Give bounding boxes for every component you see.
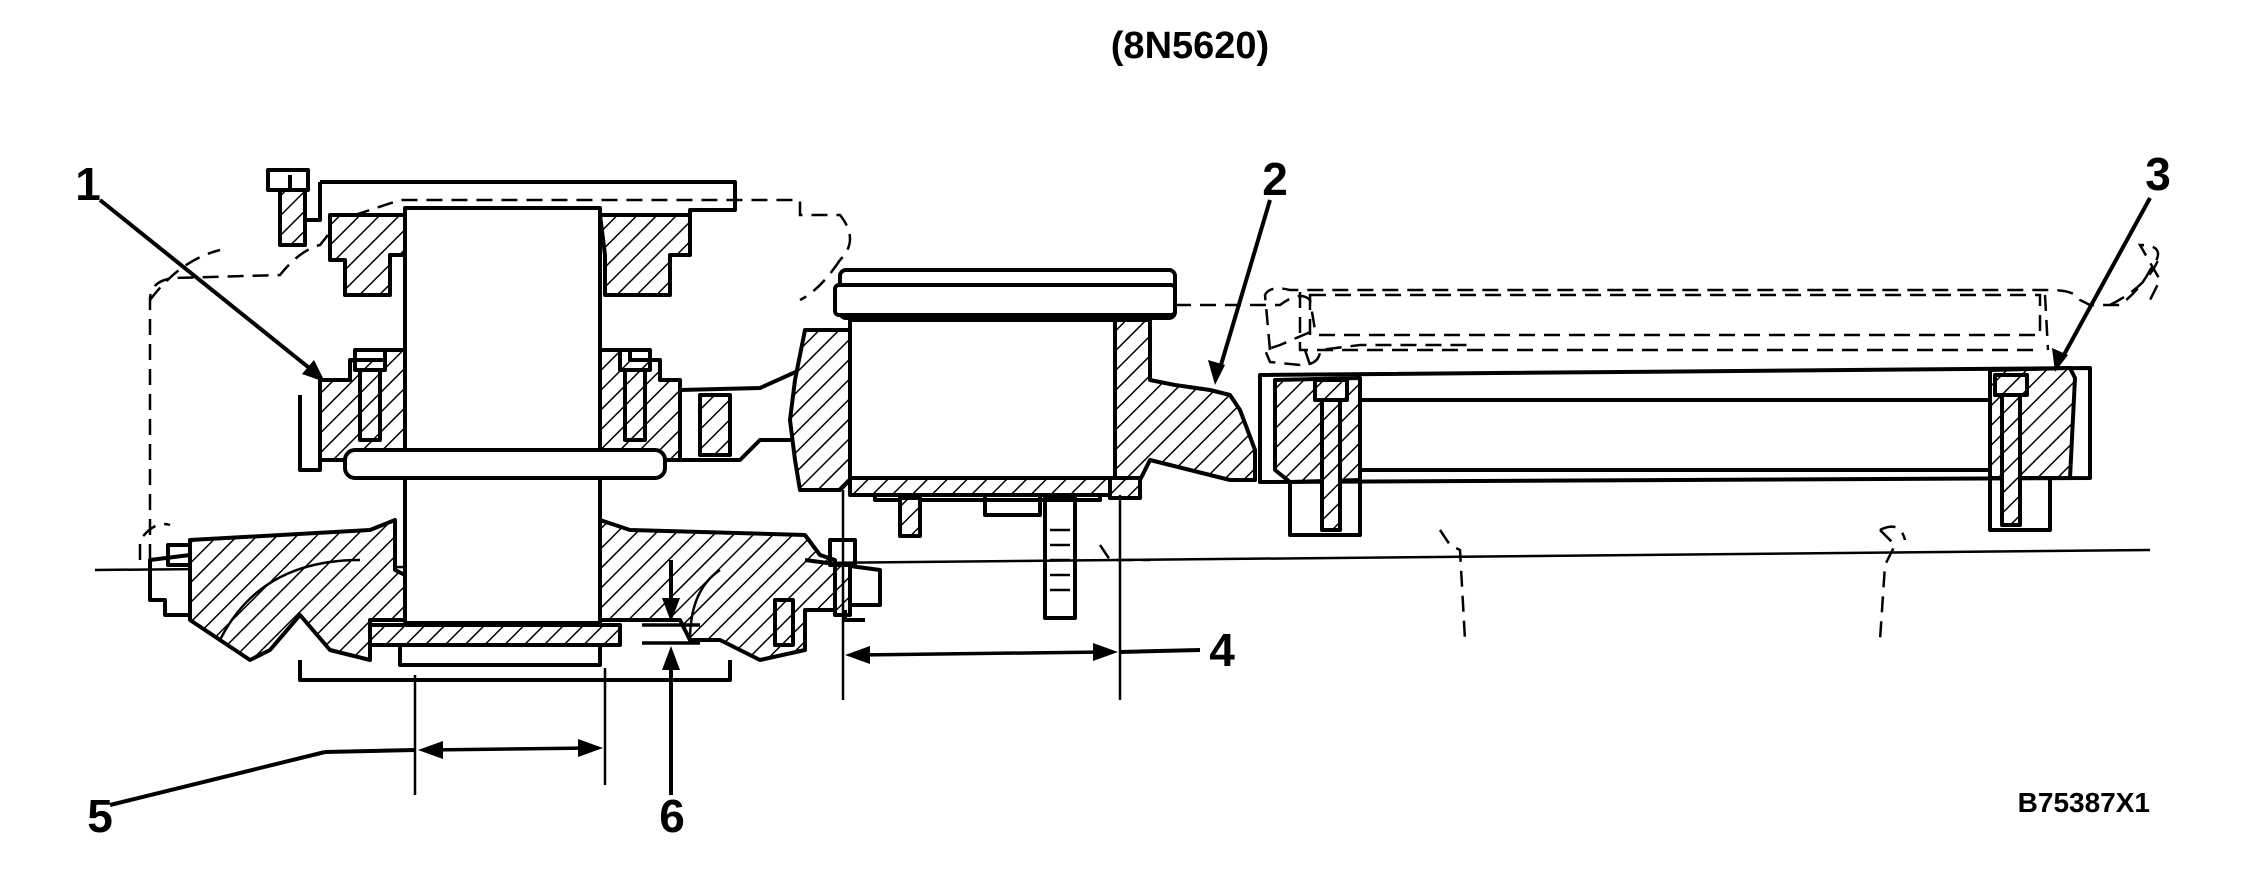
separator-plate [343, 448, 667, 480]
right-carrier-assembly [1258, 293, 2092, 537]
lower-shaft [403, 476, 602, 625]
stud [1043, 496, 1077, 620]
bolt [278, 188, 307, 247]
callout-label-4: 4 [1209, 624, 1235, 676]
figure-title: (8N5620) [1111, 25, 1269, 67]
callout-label-5: 5 [87, 790, 113, 842]
carrier-bore [1358, 398, 1992, 472]
upper-shaft [403, 206, 602, 465]
callout-label-3: 3 [2145, 148, 2171, 200]
callout-label-2: 2 [1262, 153, 1288, 205]
callout-5-dimension: 5 [87, 668, 607, 842]
left-hub-assembly [148, 168, 882, 682]
center-cup-assembly [788, 268, 1257, 620]
cup-interior [848, 318, 1117, 482]
callout-4-dimension: 4 [841, 490, 1235, 700]
callout-label-6: 6 [659, 790, 685, 842]
callout-2: 2 [1208, 153, 1288, 385]
connecting-arm [679, 368, 802, 462]
callout-6-clearance: 6 [642, 560, 700, 842]
callout-label-1: 1 [75, 158, 101, 210]
callout-3: 3 [2052, 148, 2171, 372]
callout-1: 1 [75, 158, 325, 382]
figure-reference-code: B75387X1 [2018, 787, 2150, 818]
